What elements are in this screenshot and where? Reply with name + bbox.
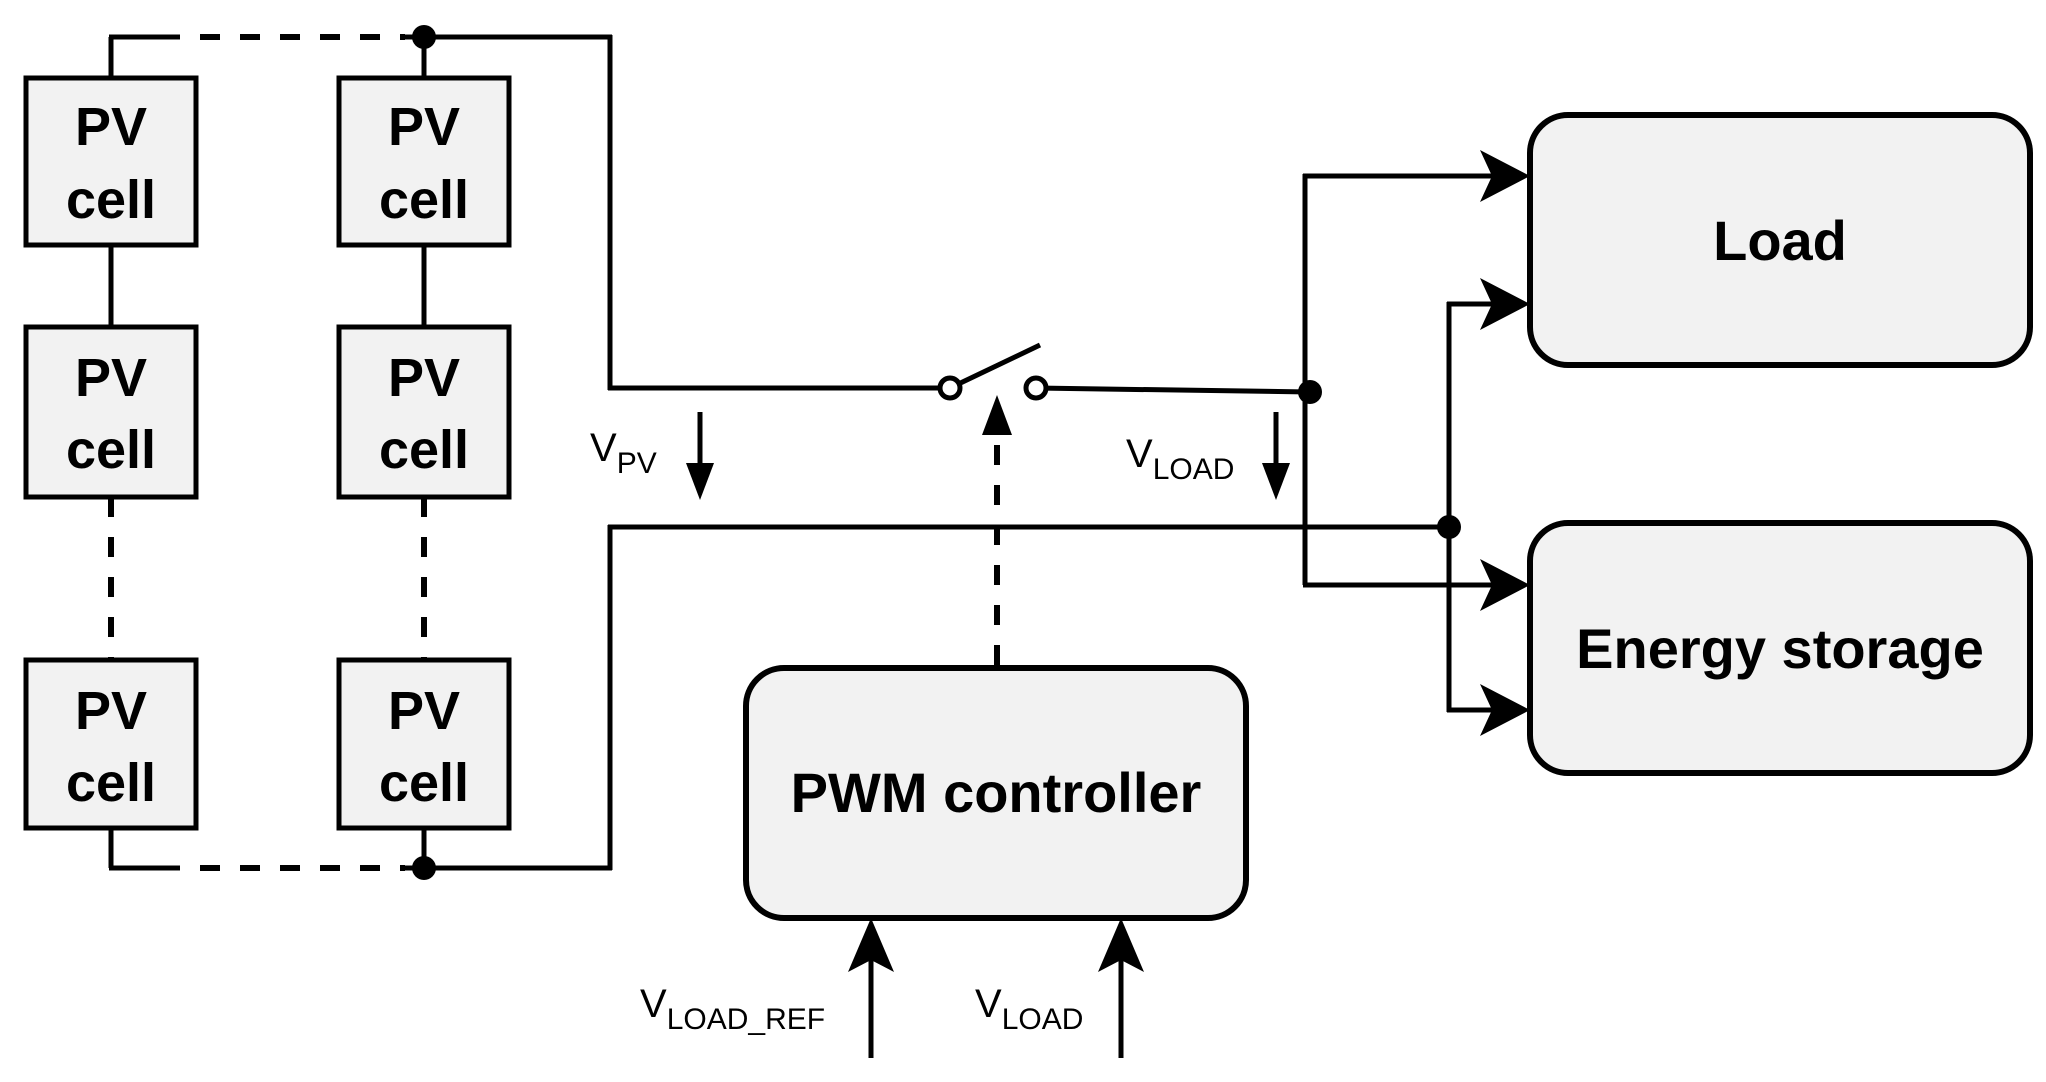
pv-cell: PV cell [23, 75, 199, 248]
junction-dot [1437, 515, 1461, 539]
switch [937, 342, 1311, 401]
v-load-bottom-sub: LOAD [1002, 1003, 1084, 1036]
energy-storage-label: Energy storage [1576, 617, 1984, 680]
load-block: Load [1527, 112, 2033, 368]
pv-cell-label-line1: PV [75, 681, 147, 741]
pv-cell-label-line2: cell [379, 170, 469, 230]
v-load-indicator-arrowhead [1262, 463, 1290, 500]
v-pv-sub: PV [617, 447, 657, 480]
pwm-control-arrowhead [982, 395, 1012, 435]
switch-terminal [1023, 375, 1049, 401]
arrowhead-into-load [1480, 150, 1530, 202]
pv-cell-label-line2: cell [379, 420, 469, 480]
switch-terminal [937, 375, 963, 401]
pv-cell: PV cell [336, 75, 512, 248]
v-load-bottom-label: VLOAD [975, 982, 1083, 1036]
pv-cell-label-line2: cell [379, 753, 469, 813]
junction-dot [1298, 380, 1322, 404]
pv-cell: PV cell [336, 657, 512, 831]
junction-dot [412, 25, 436, 49]
arrowhead-into-storage [1480, 684, 1530, 736]
arrowhead-into-load [1480, 278, 1530, 330]
pv-cell-label-line2: cell [66, 420, 156, 480]
pv-cell-label-line2: cell [66, 753, 156, 813]
v-load-top-main: V [1126, 432, 1153, 476]
arrowhead-into-storage [1480, 559, 1530, 611]
pv-cell-label-line1: PV [75, 348, 147, 408]
junction-dot [412, 856, 436, 880]
v-load-ref-label: VLOAD_REF [640, 982, 825, 1036]
v-load-bottom-main: V [975, 982, 1002, 1026]
pwm-controller-block: PWM controller [743, 665, 1249, 921]
v-load-ref-sub: LOAD_REF [667, 1003, 825, 1036]
pv-cell-label-line1: PV [75, 97, 147, 157]
v-pv-arrowhead [686, 463, 714, 500]
v-load-top-label: VLOAD [1126, 432, 1234, 486]
v-pv-label: VPV [590, 426, 657, 480]
pv-cell-label-line1: PV [388, 97, 460, 157]
v-load-ref-arrowhead [848, 918, 894, 972]
pv-cell-label-line2: cell [66, 170, 156, 230]
v-pv-main: V [590, 426, 617, 470]
pv-cell: PV cell [23, 657, 199, 831]
load-label: Load [1713, 209, 1847, 272]
pv-cell-label-line1: PV [388, 348, 460, 408]
energy-storage-block: Energy storage [1527, 520, 2033, 776]
pv-cell-label-line1: PV [388, 681, 460, 741]
v-load-ref-main: V [640, 982, 667, 1026]
v-load-arrowhead [1098, 918, 1144, 972]
pwm-controller-label: PWM controller [791, 761, 1202, 824]
pv-cell: PV cell [23, 324, 199, 500]
pv-cell: PV cell [336, 324, 512, 500]
v-load-top-sub: LOAD [1153, 453, 1235, 486]
